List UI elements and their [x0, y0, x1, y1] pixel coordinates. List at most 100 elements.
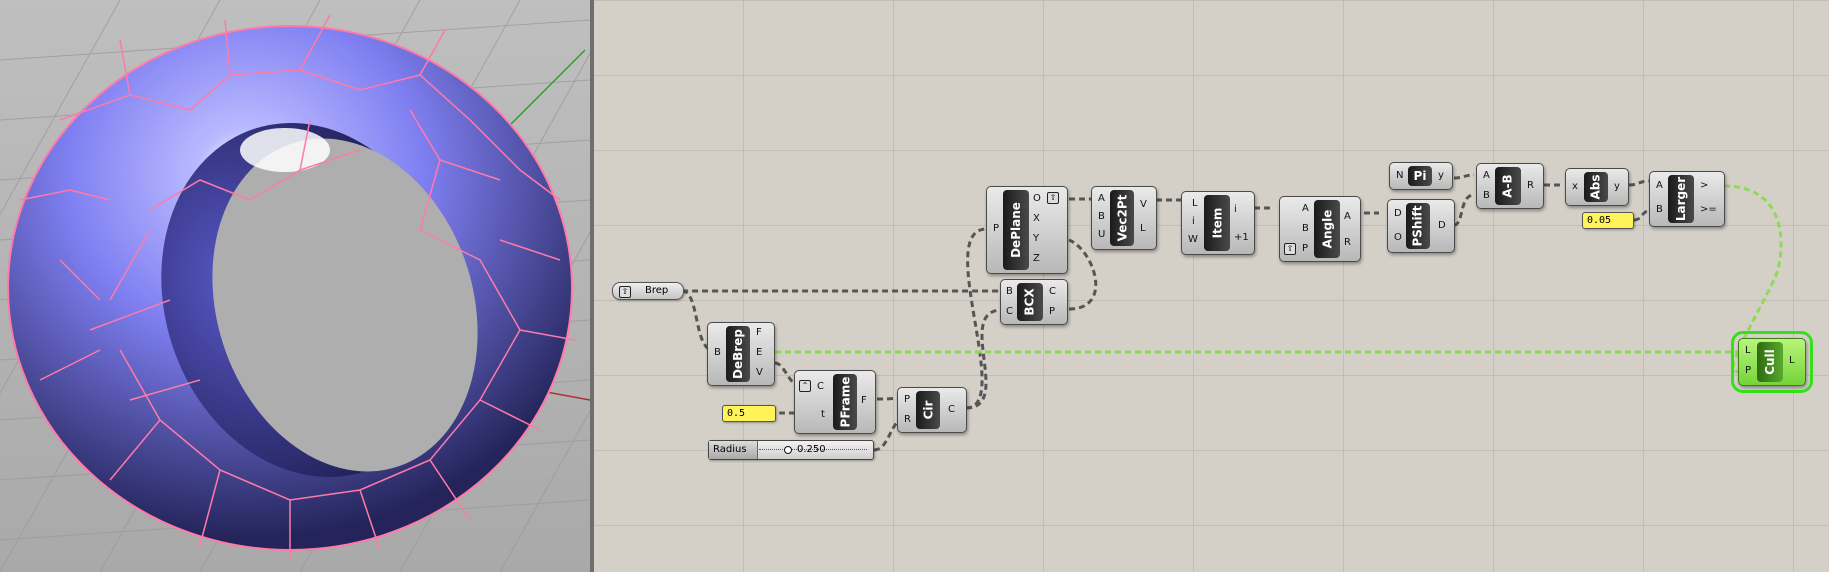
port-f-out[interactable]: F [861, 395, 867, 406]
port-x[interactable]: x [1572, 181, 1578, 192]
wire-bcx-deplane [1068, 238, 1098, 311]
wire-abs-larger [1628, 179, 1650, 187]
port-greater-equal[interactable]: >= [1700, 204, 1717, 215]
port-e[interactable]: E [756, 347, 763, 358]
wire-pi-ab [1453, 173, 1475, 180]
larger-component[interactable]: A B Larger > >= [1649, 171, 1725, 227]
bcx-label: BCX [1023, 288, 1037, 316]
pshift-component[interactable]: D O PShift D [1387, 199, 1455, 253]
port-l-out[interactable]: L [1789, 355, 1795, 366]
deplane-component[interactable]: P DePlane O ⇧ X Y Z [986, 186, 1068, 274]
port-w[interactable]: W [1188, 234, 1198, 245]
voronoi-edges [19, 14, 576, 560]
port-a[interactable]: A [1098, 193, 1105, 204]
pi-label: Pi [1413, 169, 1427, 183]
port-c-out[interactable]: C [1049, 286, 1056, 297]
port-y[interactable]: y [1438, 170, 1444, 181]
wire-brep-debrep [681, 289, 712, 352]
debrep-component[interactable]: B DeBrep F E V [707, 322, 775, 386]
port-r[interactable]: R [904, 414, 911, 425]
port-l[interactable]: L [1140, 223, 1146, 234]
tolerance-panel[interactable]: 0.05 [1582, 212, 1634, 229]
slider-value: 0.250 [797, 444, 826, 455]
item-component[interactable]: L i W Item i +1 [1181, 191, 1255, 255]
port-b[interactable]: B [1098, 211, 1105, 222]
port-c-out[interactable]: C [948, 404, 955, 415]
port-f[interactable]: F [756, 327, 762, 338]
vec2pt-label: Vec2Pt [1115, 194, 1130, 242]
port-p[interactable]: P [1745, 365, 1752, 376]
wire-debrep-pframe [774, 361, 798, 386]
wire-cir-bcx [965, 308, 1003, 410]
port-p[interactable]: P [1302, 243, 1309, 254]
pframe-component[interactable]: ⌃ C t PFrame F [794, 370, 876, 434]
angle-component[interactable]: A B ⇧ P Angle A R [1279, 196, 1361, 262]
port-p[interactable]: P [993, 223, 1000, 234]
debrep-label: DeBrep [731, 329, 745, 379]
param-arrow-icon: ⇧ [619, 286, 631, 298]
port-p-out[interactable]: P [1049, 306, 1056, 317]
t-value-panel[interactable]: 0.5 [722, 405, 776, 422]
item-label: Item [1210, 207, 1224, 239]
port-i[interactable]: i [1192, 216, 1195, 227]
cull-component[interactable]: L P Cull L [1731, 331, 1813, 393]
port-u[interactable]: U [1098, 229, 1106, 240]
brep-label: Brep [645, 285, 669, 296]
pframe-label: PFrame [838, 376, 853, 428]
port-z[interactable]: Z [1033, 253, 1040, 264]
port-r-out[interactable]: R [1344, 237, 1351, 248]
port-t[interactable]: t [821, 409, 825, 420]
viewport-splitter[interactable] [590, 0, 594, 572]
subtraction-component[interactable]: A B A-B R [1476, 163, 1544, 209]
port-r[interactable]: R [1527, 180, 1534, 191]
vec2pt-component[interactable]: A B U Vec2Pt V L [1091, 186, 1157, 250]
specular-highlight [240, 128, 330, 172]
port-d[interactable]: D [1394, 208, 1402, 219]
cir-component[interactable]: P R Cir C [897, 387, 967, 433]
port-x[interactable]: X [1033, 213, 1040, 224]
port-b[interactable]: B [1006, 286, 1013, 297]
port-l[interactable]: L [1745, 345, 1751, 356]
port-y[interactable]: y [1614, 181, 1620, 192]
larger-label: Larger [1674, 176, 1688, 222]
port-a[interactable]: A [1302, 203, 1309, 214]
port-a[interactable]: A [1656, 180, 1663, 191]
slider-knob[interactable] [784, 446, 792, 454]
port-b[interactable]: B [714, 347, 721, 358]
port-d-out[interactable]: D [1438, 220, 1446, 231]
wire-pshift-ab [1453, 193, 1475, 227]
port-plus1[interactable]: +1 [1234, 232, 1249, 243]
angle-label: Angle [1320, 209, 1335, 249]
flatten-icon: ⇧ [1047, 192, 1059, 204]
brep-param[interactable]: ⇧ Brep [612, 282, 684, 300]
port-b[interactable]: B [1483, 190, 1490, 201]
grasshopper-canvas[interactable]: ⇧ Brep B DeBrep F E V ⌃ C t PFrame F 0.5… [594, 0, 1829, 572]
port-l[interactable]: L [1192, 198, 1198, 209]
rhino-viewport[interactable] [0, 0, 590, 572]
port-v[interactable]: V [756, 367, 763, 378]
port-a-out[interactable]: A [1344, 211, 1351, 222]
port-n[interactable]: N [1396, 170, 1404, 181]
pshift-label: PShift [1411, 205, 1425, 247]
port-greater[interactable]: > [1700, 180, 1709, 191]
port-b[interactable]: B [1302, 223, 1309, 234]
port-i-out[interactable]: i [1234, 204, 1237, 215]
radius-slider[interactable]: Radius 0.250 [708, 440, 874, 460]
port-v[interactable]: V [1140, 199, 1147, 210]
deplane-label: DePlane [1009, 202, 1024, 258]
port-b[interactable]: B [1656, 204, 1663, 215]
port-o[interactable]: O [1033, 193, 1041, 204]
port-c[interactable]: C [1006, 306, 1013, 317]
viewport-scene [0, 0, 590, 572]
slider-label: Radius [709, 441, 758, 459]
bcx-component[interactable]: B C BCX C P [1000, 279, 1068, 325]
port-y[interactable]: Y [1033, 233, 1040, 244]
abs-component[interactable]: x Abs y [1565, 168, 1629, 206]
port-o[interactable]: O [1394, 232, 1402, 243]
cir-label: Cir [921, 400, 935, 420]
port-c[interactable]: C [817, 381, 824, 392]
torus-hole-through [212, 138, 478, 472]
pi-component[interactable]: N Pi y [1389, 162, 1453, 190]
port-a[interactable]: A [1483, 170, 1490, 181]
port-p[interactable]: P [904, 394, 911, 405]
